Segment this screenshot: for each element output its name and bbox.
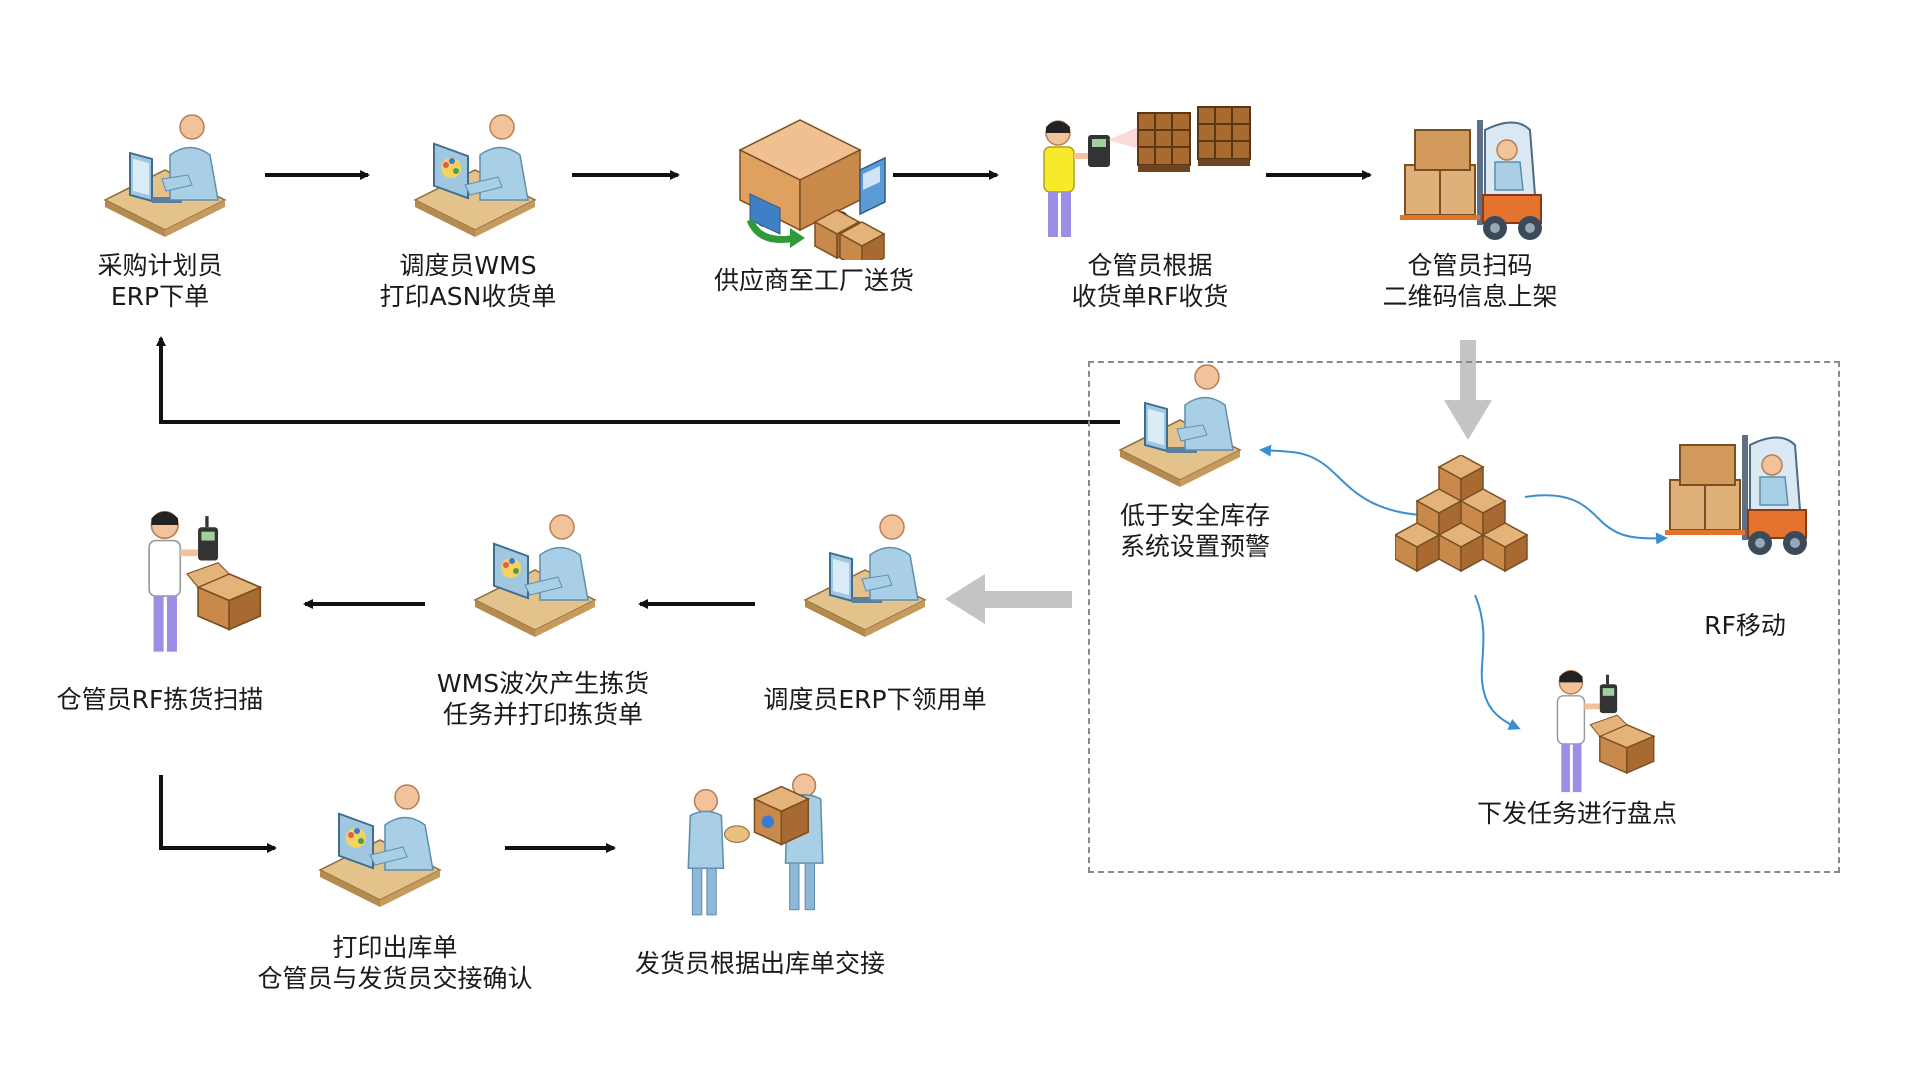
step-label-s6: 低于安全库存系统设置预警 bbox=[1119, 501, 1271, 561]
wms-user-icon bbox=[319, 784, 441, 908]
arrow-s11-s12 bbox=[159, 775, 277, 853]
rf-scanner-box-icon bbox=[1556, 669, 1656, 794]
computer-user-icon bbox=[1119, 364, 1241, 488]
step-label-s8: 下发任务进行盘点 bbox=[1476, 799, 1678, 828]
curve-arrow-to-warning bbox=[1259, 444, 1421, 516]
step-label-s10: WMS波次产生拣货任务并打印拣货单 bbox=[436, 669, 650, 729]
forklift-icon bbox=[1395, 110, 1545, 240]
forklift-icon bbox=[1660, 420, 1810, 560]
big-arrow-left bbox=[945, 574, 1072, 624]
inventory-region bbox=[1088, 361, 1840, 873]
delivery-truck-icon bbox=[720, 110, 890, 260]
rf-scanner-pallets-icon bbox=[1028, 95, 1258, 245]
step-label-s11: 仓管员RF拣货扫描 bbox=[56, 685, 264, 714]
computer-user-icon bbox=[804, 514, 926, 638]
step-label-s9: 调度员ERP下领用单 bbox=[763, 685, 987, 714]
step-label-s4: 仓管员根据收货单RF收货 bbox=[1071, 251, 1229, 311]
step-label-s3: 供应商至工厂送货 bbox=[713, 266, 915, 295]
arrow-feedback-to-s1 bbox=[156, 336, 1120, 424]
curve-arrow-to-rf-move bbox=[1524, 494, 1668, 545]
step-label-s12: 打印出库单仓管员与发货员交接确认 bbox=[257, 933, 533, 993]
computer-user-icon bbox=[104, 114, 226, 238]
stacked-boxes-icon bbox=[1395, 455, 1535, 585]
handover-people-icon bbox=[687, 773, 824, 916]
step-label-s13: 发货员根据出库单交接 bbox=[634, 949, 886, 978]
rf-scanner-box-icon bbox=[147, 509, 262, 654]
step-label-s5: 仓管员扫码二维码信息上架 bbox=[1382, 251, 1558, 311]
wms-user-icon bbox=[414, 114, 536, 238]
step-label-s7: RF移动 bbox=[1704, 611, 1786, 640]
curve-arrow-to-count bbox=[1474, 594, 1521, 730]
big-arrow-down bbox=[1444, 340, 1492, 440]
wms-user-icon bbox=[474, 514, 596, 638]
